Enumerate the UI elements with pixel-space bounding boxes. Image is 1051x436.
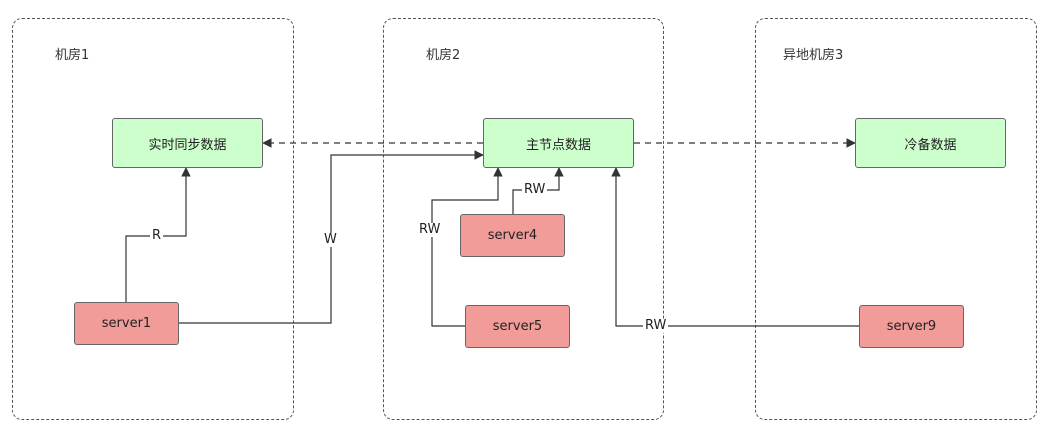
server5-node[interactable]: server5 xyxy=(465,305,570,348)
sync-data-node[interactable]: 实时同步数据 xyxy=(112,118,263,168)
zone-room1 xyxy=(12,18,294,420)
zone-room2-label: 机房2 xyxy=(426,48,461,63)
server5-rw-label: RW xyxy=(417,222,443,237)
cold-backup-node[interactable]: 冷备数据 xyxy=(855,118,1006,168)
server4-rw-label: RW xyxy=(522,182,548,197)
server1-node[interactable]: server1 xyxy=(74,302,179,345)
server1-read-label: R xyxy=(150,228,164,243)
master-data-node[interactable]: 主节点数据 xyxy=(483,118,634,168)
zone-room3 xyxy=(755,18,1037,420)
server9-node[interactable]: server9 xyxy=(859,305,964,348)
server1-write-label: W xyxy=(322,232,339,247)
server9-rw-label: RW xyxy=(643,318,669,333)
server9-rw-link xyxy=(611,167,859,327)
zone-room2 xyxy=(383,18,664,420)
zone-room1-label: 机房1 xyxy=(55,48,90,63)
zone-room3-label: 异地机房3 xyxy=(783,48,844,63)
server4-node[interactable]: server4 xyxy=(460,214,565,257)
server5-rw-link xyxy=(431,167,503,327)
